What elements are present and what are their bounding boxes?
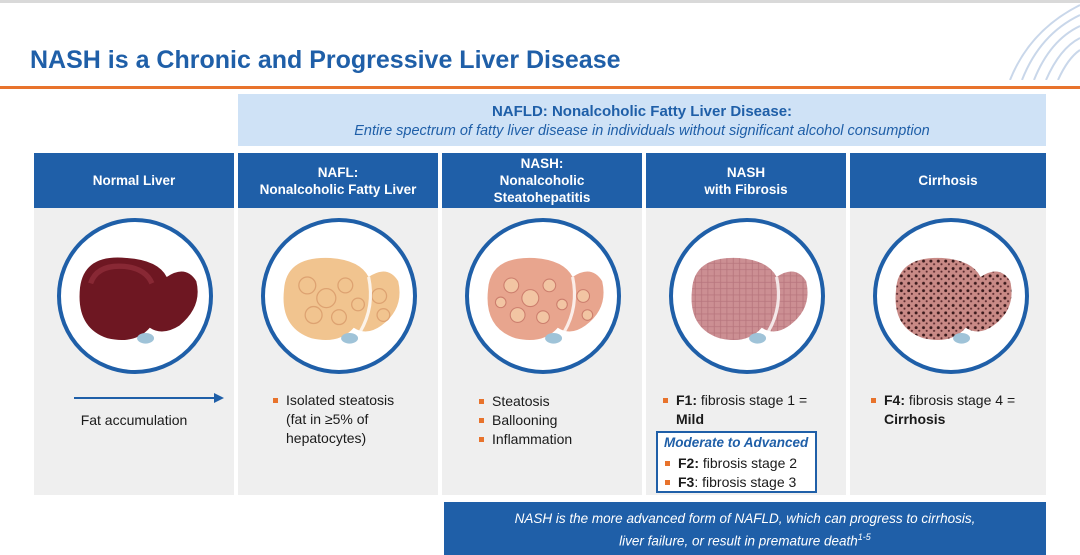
cirrhosis-liver-illustration [873, 218, 1029, 374]
nafld-subtitle: Entire spectrum of fatty liver disease i… [354, 123, 930, 139]
page-title: NASH is a Chronic and Progressive Liver … [30, 46, 621, 74]
column-header: Normal Liver [34, 153, 234, 208]
header-line: Cirrhosis [918, 173, 978, 188]
column-cirrhosis: Cirrhosis F4: fibrosis stage 4 = Cirrhos… [850, 153, 1046, 495]
column-normal-liver: Normal Liver Fat accumulation [34, 153, 234, 495]
fat-accumulation-caption: Fat accumulation [80, 412, 188, 428]
fibrosis-f1: F1: fibrosis stage 1 = Mild [662, 391, 807, 429]
list-item: Isolated steatosis [272, 391, 394, 410]
banner-line: liver failure, or result in premature de… [619, 532, 871, 549]
list-item: Ballooning [478, 411, 572, 430]
list-item-continuation: Cirrhosis [884, 411, 946, 427]
header-line: Nonalcoholic Fatty Liver [259, 181, 417, 197]
header-line: Nonalcoholic [499, 173, 585, 188]
header-line: NASH: [520, 156, 564, 171]
nafl-bullets: Isolated steatosis (fat in ≥5% of hepato… [272, 391, 394, 448]
column-header: NASH with Fibrosis [646, 153, 846, 208]
list-item: Steatosis [478, 392, 572, 411]
list-item: F3: fibrosis stage 3 [664, 473, 797, 492]
fibrosis-liver-illustration [669, 218, 825, 374]
column-nash: NASH: Nonalcoholic Steatohepatitis Steat… [442, 153, 642, 495]
list-item: Inflammation [478, 430, 572, 449]
nafld-banner: NAFLD: Nonalcoholic Fatty Liver Disease:… [238, 94, 1046, 146]
header-line: NAFL: [317, 164, 359, 180]
fibrosis-f2-f3: F2: fibrosis stage 2 F3: fibrosis stage … [664, 454, 797, 492]
header-line: Normal Liver [92, 173, 176, 188]
normal-liver-illustration [57, 218, 213, 374]
decorative-swoosh-icon [990, 0, 1080, 80]
column-header: NAFL: Nonalcoholic Fatty Liver [238, 153, 438, 208]
list-item-continuation: hepatocytes) [286, 430, 367, 446]
header-line: with Fibrosis [704, 181, 788, 197]
list-item: F1: fibrosis stage 1 = [662, 391, 807, 410]
list-item: F4: fibrosis stage 4 = [870, 391, 1015, 410]
nafld-heading: NAFLD: Nonalcoholic Fatty Liver Disease: [491, 103, 793, 120]
list-item: F2: fibrosis stage 2 [664, 454, 797, 473]
banner-line: NASH is the more advanced form of NAFLD,… [514, 511, 976, 526]
column-nash-fibrosis: NASH with Fibrosis F1: fibrosis stage 1 … [646, 153, 846, 495]
header-line: Steatohepatitis [493, 190, 591, 205]
fatty-liver-illustration [261, 218, 417, 374]
right-arrow-icon [74, 393, 224, 403]
nash-liver-illustration [465, 218, 621, 374]
top-border [0, 0, 1080, 3]
column-header: Cirrhosis [850, 153, 1046, 208]
nash-bullets: Steatosis Ballooning Inflammation [478, 392, 572, 449]
header-line: NASH [726, 164, 766, 180]
title-underline [0, 86, 1080, 89]
column-nafl: NAFL: Nonalcoholic Fatty Liver Isolated … [238, 153, 438, 495]
moderate-advanced-box: Moderate to Advanced F2: fibrosis stage … [656, 431, 817, 493]
moderate-heading: Moderate to Advanced [664, 435, 809, 450]
cirrhosis-f4: F4: fibrosis stage 4 = Cirrhosis [870, 391, 1015, 429]
list-item-continuation: Mild [676, 411, 704, 427]
nash-summary-banner: NASH is the more advanced form of NAFLD,… [444, 502, 1046, 555]
column-header: NASH: Nonalcoholic Steatohepatitis [442, 153, 642, 208]
list-item-continuation: (fat in ≥5% of [286, 411, 369, 427]
citation-superscript: 1-5 [857, 532, 871, 542]
